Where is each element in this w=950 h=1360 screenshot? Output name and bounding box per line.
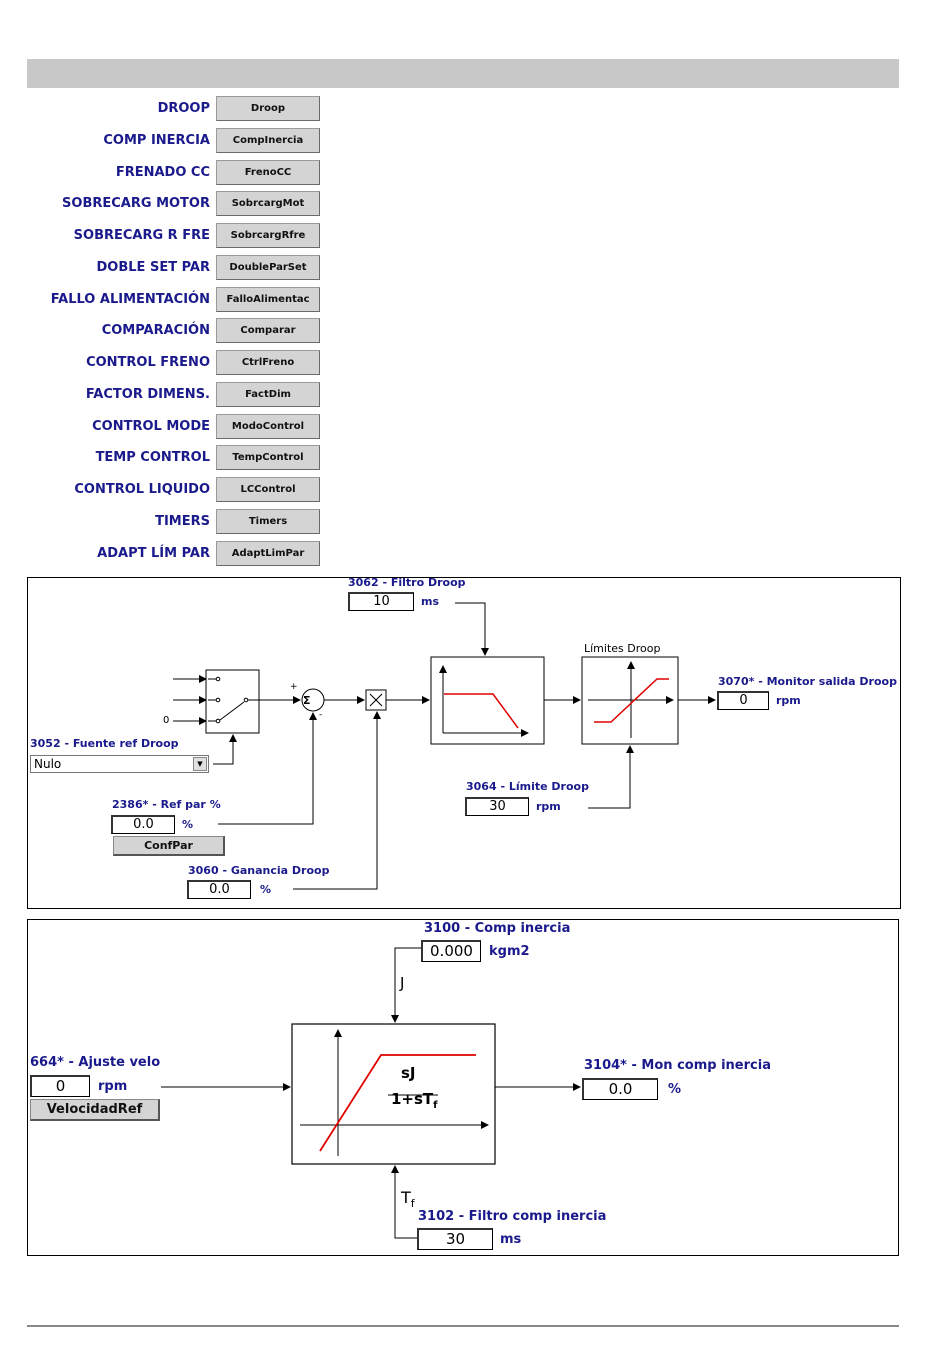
inertia-diagram-panel: 3100 - Comp inercia 0.000 kgm2 J sJ 1+sT… [27, 919, 899, 1256]
menu-label: TEMP CONTROL [95, 450, 210, 465]
comp-inercia-label: 3100 - Comp inercia [424, 921, 571, 936]
adapt-lim-par-button[interactable]: AdaptLimPar [216, 541, 320, 566]
ganancia-droop-input[interactable]: 0.0 [187, 880, 251, 899]
ajuste-velo-unit: rpm [98, 1079, 128, 1094]
limite-droop-unit: rpm [536, 800, 561, 813]
temp-control-button[interactable]: TempControl [216, 445, 320, 470]
menu-label: ADAPT LÍM PAR [97, 546, 210, 561]
menu-row: FACTOR DIMENS. FactDim [0, 382, 330, 408]
menu-label: COMPARACIÓN [101, 323, 210, 338]
comparar-button[interactable]: Comparar [216, 318, 320, 343]
ctrl-freno-button[interactable]: CtrlFreno [216, 350, 320, 375]
switch-zero-label: 0 [163, 715, 170, 726]
filter-block [430, 656, 545, 745]
fact-dim-button[interactable]: FactDim [216, 382, 320, 407]
sum-symbol: Σ [303, 694, 311, 707]
comp-inercia-button[interactable]: CompInercia [216, 128, 320, 153]
footer-divider [27, 1325, 899, 1327]
menu-row: FRENADO CC FrenoCC [0, 160, 330, 186]
limite-droop-input[interactable]: 30 [465, 797, 529, 816]
conf-par-button[interactable]: ConfPar [113, 836, 225, 856]
inertia-diagram-wiring [161, 947, 581, 1239]
ajuste-velo-label: 664* - Ajuste velo [30, 1055, 161, 1070]
chevron-down-icon[interactable]: ▼ [193, 757, 207, 771]
menu-row: TEMP CONTROL TempControl [0, 445, 330, 471]
ref-par-unit: % [182, 818, 194, 831]
ajuste-velo-value: 0 [30, 1075, 90, 1097]
filtro-droop-unit: ms [421, 595, 440, 608]
menu-label: SOBRECARG R FRE [73, 228, 210, 243]
lc-control-button[interactable]: LCControl [216, 477, 320, 502]
tf-symbol: Tf [401, 1188, 415, 1211]
mon-comp-inercia-value: 0.0 [582, 1078, 658, 1100]
filtro-droop-input[interactable]: 10 [348, 592, 414, 611]
j-label: J [400, 974, 405, 992]
menu-row: COMPARACIÓN Comparar [0, 318, 330, 344]
limite-droop-label: 3064 - Límite Droop [466, 780, 589, 793]
menu-label: COMP INERCIA [103, 133, 210, 148]
menu-row: COMP INERCIA CompInercia [0, 128, 330, 154]
menu-row: CONTROL LIQUIDO LCControl [0, 477, 330, 503]
ref-par-value: 0.0 [111, 815, 175, 834]
menu-label: FALLO ALIMENTACIÓN [50, 292, 210, 307]
menu-label: CONTROL LIQUIDO [74, 482, 210, 497]
comp-inercia-input[interactable]: 0.000 [421, 940, 481, 962]
menu-label: TIMERS [155, 514, 210, 529]
menu-label: DOBLE SET PAR [96, 260, 210, 275]
sobrecarg-mot-button[interactable]: SobrcargMot [216, 191, 320, 216]
menu-row: TIMERS Timers [0, 509, 330, 535]
fuente-ref-droop-select[interactable]: Nulo ▼ [30, 755, 209, 773]
menu-label: CONTROL FRENO [86, 355, 210, 370]
timers-button[interactable]: Timers [216, 509, 320, 534]
monitor-salida-droop-value: 0 [717, 691, 769, 710]
double-par-set-button[interactable]: DoubleParSet [216, 255, 320, 280]
filtro-comp-inercia-input[interactable]: 30 [417, 1228, 493, 1250]
header-bar [27, 59, 899, 88]
menu-row: DROOP Droop [0, 96, 330, 122]
menu-label: FRENADO CC [115, 165, 210, 180]
formula-denominator: 1+sTf [391, 1090, 438, 1111]
menu-row: CONTROL MODE ModoControl [0, 414, 330, 440]
velocidad-ref-button[interactable]: VelocidadRef [30, 1099, 160, 1121]
fuente-ref-droop-label: 3052 - Fuente ref Droop [30, 737, 179, 750]
menu-row: SOBRECARG MOTOR SobrcargMot [0, 191, 330, 217]
sobrecarg-rfre-button[interactable]: SobrcargRfre [216, 223, 320, 248]
mon-comp-inercia-unit: % [668, 1082, 682, 1097]
menu-label: FACTOR DIMENS. [85, 387, 210, 402]
ganancia-droop-label: 3060 - Ganancia Droop [188, 864, 330, 877]
droop-diagram-wiring [173, 602, 716, 890]
monitor-salida-droop-unit: rpm [776, 694, 801, 707]
droop-diagram-panel: Σ + - 0 3062 - Filtro Droop 10 ms Límite… [27, 576, 901, 909]
fuente-ref-droop-value: Nulo [34, 757, 62, 771]
ref-par-label: 2386* - Ref par % [112, 798, 221, 811]
source-switch [205, 669, 260, 734]
filtro-comp-inercia-unit: ms [500, 1232, 522, 1247]
menu-row: DOBLE SET PAR DoubleParSet [0, 255, 330, 281]
menu-row: SOBRECARG R FRE SobrcargRfre [0, 223, 330, 249]
droop-button[interactable]: Droop [216, 96, 320, 121]
menu-label: SOBRECARG MOTOR [62, 196, 210, 211]
monitor-salida-droop-label: 3070* - Monitor salida Droop [718, 675, 897, 688]
menu-label: DROOP [157, 101, 210, 116]
menu-row: ADAPT LÍM PAR AdaptLimPar [0, 541, 330, 567]
plus-sign: + [290, 682, 298, 692]
comp-inercia-unit: kgm2 [489, 944, 530, 959]
formula-numerator: sJ [401, 1064, 416, 1082]
filtro-droop-label: 3062 - Filtro Droop [348, 576, 466, 589]
menu-row: FALLO ALIMENTACIÓN FalloAlimentac [0, 287, 330, 313]
minus-sign: - [319, 710, 323, 720]
filtro-comp-inercia-label: 3102 - Filtro comp inercia [418, 1209, 607, 1224]
menu-row: CONTROL FRENO CtrlFreno [0, 350, 330, 376]
menu-label: CONTROL MODE [92, 419, 210, 434]
ganancia-droop-unit: % [260, 883, 272, 896]
freno-cc-button[interactable]: FrenoCC [216, 160, 320, 185]
fallo-alimentac-button[interactable]: FalloAlimentac [216, 287, 320, 312]
limites-droop-title: Límites Droop [584, 642, 661, 655]
modo-control-button[interactable]: ModoControl [216, 414, 320, 439]
mon-comp-inercia-label: 3104* - Mon comp inercia [584, 1058, 771, 1073]
